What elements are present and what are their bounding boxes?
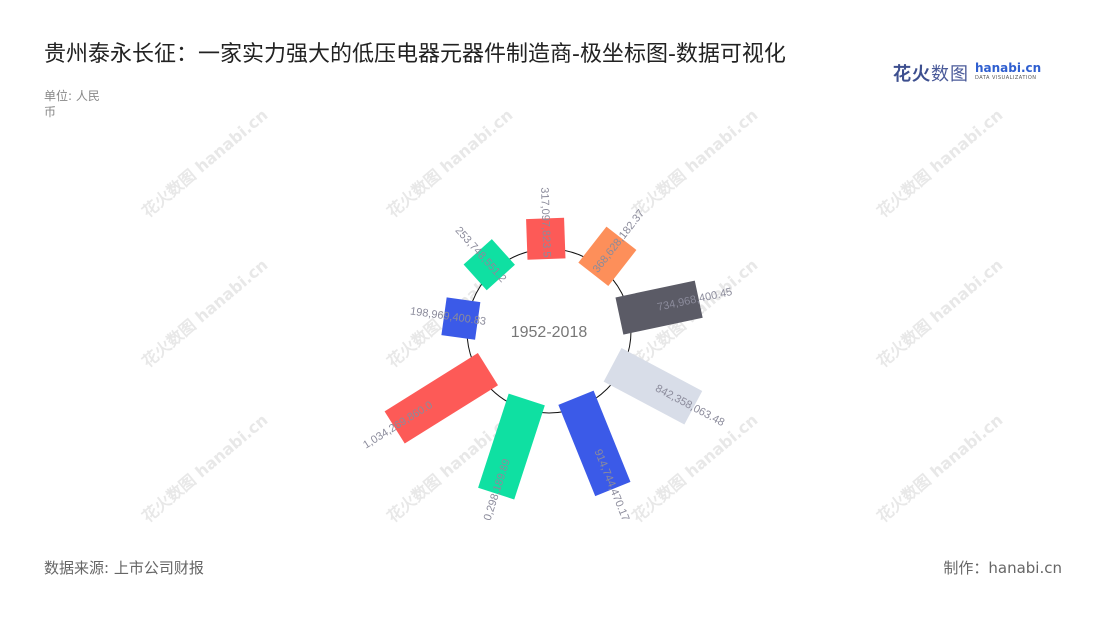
center-label: 1952-2018 <box>511 324 588 341</box>
polar-bar-group <box>558 390 631 497</box>
polar-bar[interactable] <box>478 393 545 500</box>
polar-bar-group <box>384 353 499 444</box>
maker-credit: 制作：hanabi.cn <box>943 559 1062 577</box>
polar-bar[interactable] <box>578 226 637 286</box>
polar-bar-group <box>615 280 703 335</box>
polar-bar-group <box>441 297 481 340</box>
logo-cn-thin: 数图 <box>931 64 969 85</box>
polar-bar[interactable] <box>558 390 631 497</box>
polar-bar[interactable] <box>615 280 703 335</box>
logo-en: hanabi.cn DATA VISUALIZATION <box>975 61 1042 83</box>
logo-en-text: hanabi.cn <box>975 61 1042 75</box>
hanabi-logo: 花火数图 hanabi.cn DATA VISUALIZATION <box>893 60 1041 86</box>
chart-title: 贵州泰永长征：一家实力强大的低压电器元器件制造商-极坐标图-数据可视化 <box>44 42 786 67</box>
polar-bar[interactable] <box>441 297 481 340</box>
polar-bar-group <box>578 226 637 286</box>
polar-bar-group <box>526 217 566 260</box>
value-label: 317,097,823.5 <box>538 187 552 258</box>
polar-bar-group <box>463 239 515 291</box>
polar-bar-group <box>478 393 545 500</box>
polar-bar-group <box>603 348 703 425</box>
logo-en-sub: DATA VISUALIZATION <box>975 75 1037 81</box>
polar-bar[interactable] <box>526 217 566 260</box>
polar-bar[interactable] <box>463 239 515 291</box>
logo-cn-bold: 花火 <box>893 64 931 85</box>
polar-bar[interactable] <box>603 348 703 425</box>
data-source: 数据来源: 上市公司财报 <box>44 559 204 577</box>
unit-label: 单位: 人民币 <box>44 89 100 119</box>
polar-bar[interactable] <box>384 353 499 444</box>
logo-cn: 花火数图 <box>893 60 969 86</box>
